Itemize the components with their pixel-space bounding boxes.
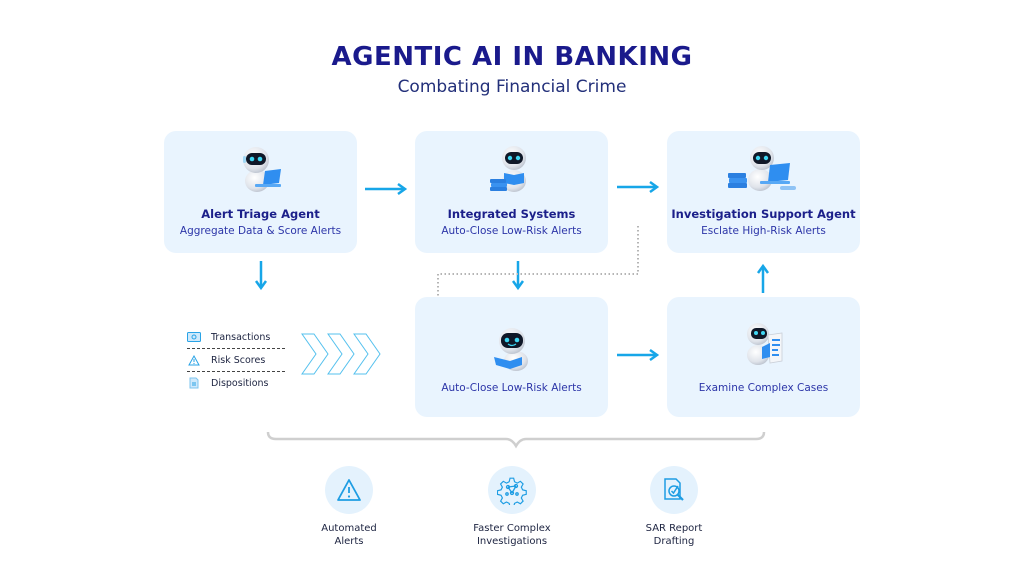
input-label: Transactions [211,331,271,343]
benefit-line1: Automated [321,523,377,534]
input-label: Risk Scores [211,354,266,366]
chevrons-icon [301,333,381,375]
arrow-right-3 [617,348,660,362]
card-subtitle: Auto-Close Low-Risk Alerts [441,225,582,237]
grouping-brace [266,431,766,449]
input-item-transactions: Transactions [187,326,285,348]
investigation-support-agent-card[interactable]: Investigation Support Agent Esclate High… [667,131,860,253]
benefit-line2: Investigations [476,536,548,547]
warning-triangle-icon [337,479,361,501]
card-title: Integrated Systems [447,207,576,221]
arrow-down-1 [254,261,268,291]
benefit-line1: SAR Report [645,523,703,534]
robot-laptop-icon [242,147,281,192]
benefit-line2: Drafting [653,536,695,547]
arrow-right-1 [365,182,408,196]
warning-icon [187,354,201,366]
card-title: Investigation Support Agent [671,207,856,221]
gear-network-icon [497,477,527,505]
benefit-line1: Faster Complex [473,523,551,534]
page-subtitle: Combating Financial Crime [397,77,627,97]
auto-close-alerts-card[interactable]: Auto-Close Low-Risk Alerts [415,297,608,417]
benefit-line2: Alerts [334,536,364,547]
robot-laptop-books-icon [727,146,796,191]
dotted-connector-line [437,226,639,298]
input-label: Dispositions [211,377,269,389]
robot-document-icon [746,323,782,365]
input-item-risk-scores: Risk Scores [187,349,285,371]
money-icon [187,332,201,342]
arrow-down-2 [511,261,525,291]
card-subtitle: Auto-Close Low-Risk Alerts [441,382,582,394]
card-subtitle: Aggregate Data & Score Alerts [179,225,342,237]
robot-books-icon [489,146,526,192]
report-search-icon [664,478,684,501]
integrated-systems-card[interactable]: Integrated Systems Auto-Close Low-Risk A… [415,131,608,253]
card-subtitle: Examine Complex Cases [698,382,829,394]
robot-reading-icon [493,328,528,371]
data-inputs-list: Transactions Risk Scores Dispositions [187,326,285,394]
arrow-right-2 [617,180,660,194]
card-subtitle: Esclate High-Risk Alerts [701,225,826,237]
arrow-up-1 [756,263,770,293]
divider [187,348,285,349]
alert-triage-agent-card[interactable]: Alert Triage Agent Aggregate Data & Scor… [164,131,357,253]
divider [187,371,285,372]
card-title: Alert Triage Agent [201,207,320,221]
examine-complex-cases-card[interactable]: Examine Complex Cases [667,297,860,417]
page-title: AGENTIC AI IN BANKING [331,42,693,72]
document-icon [187,377,201,389]
input-item-dispositions: Dispositions [187,372,285,394]
